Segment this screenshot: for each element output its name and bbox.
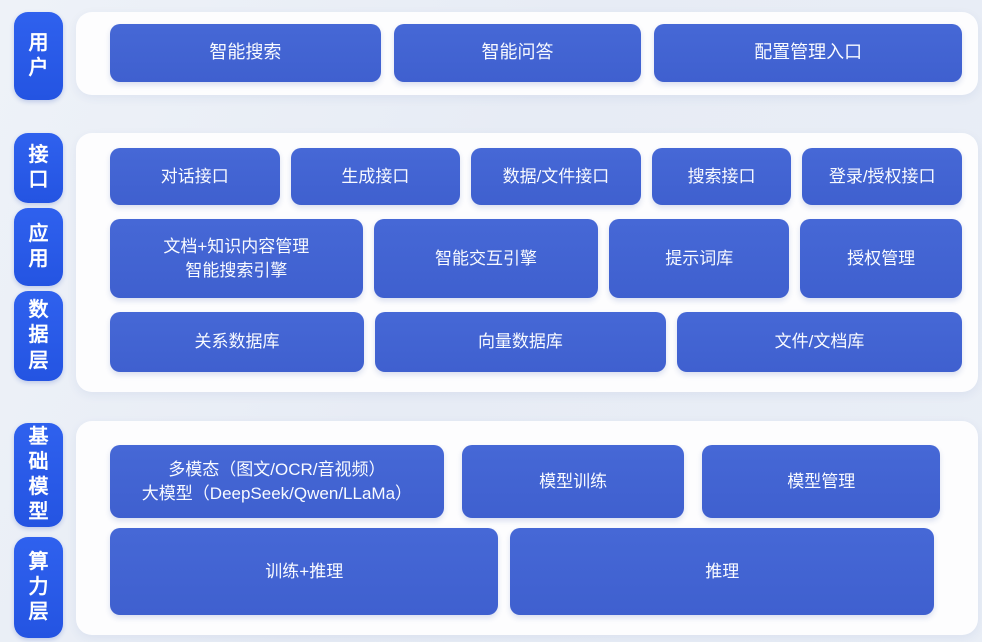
node-config-management-entry: 配置管理入口 [654,24,962,82]
layer-label-compute-layer: 算力层 [14,537,63,638]
layer-label-application: 应用 [14,208,63,286]
band-bottom: 基础模型 算力层 多模态（图文/OCR/音视频） 大模型（DeepSeek/Qw… [14,421,978,638]
row-compute: 训练+推理 推理 [110,528,962,615]
node-chat-api: 对话接口 [110,148,280,205]
band-user: 用户 智能搜索 智能问答 配置管理入口 [14,12,978,100]
node-multimodal-llm: 多模态（图文/OCR/音视频） 大模型（DeepSeek/Qwen/LLaMa） [110,445,444,518]
label-column-bottom: 基础模型 算力层 [14,421,63,638]
panel-bottom-layers: 多模态（图文/OCR/音视频） 大模型（DeepSeek/Qwen/LLaMa）… [76,421,978,635]
node-relational-db: 关系数据库 [110,312,364,372]
node-model-training: 模型训练 [461,445,685,518]
row-interfaces: 对话接口 生成接口 数据/文件接口 搜索接口 登录/授权接口 [110,148,962,205]
node-training-inference: 训练+推理 [110,528,499,615]
panel-middle-layers: 对话接口 生成接口 数据/文件接口 搜索接口 登录/授权接口 文档+知识内容管理… [76,133,978,392]
node-model-management: 模型管理 [702,445,940,518]
node-smart-qa: 智能问答 [393,24,642,82]
node-file-doc-store: 文件/文档库 [676,312,962,372]
node-prompt-library: 提示词库 [609,219,790,298]
node-data-file-api: 数据/文件接口 [471,148,641,205]
node-smart-search: 智能搜索 [110,24,381,82]
label-column-user: 用户 [14,12,63,100]
layer-label-data-layer: 数据层 [14,291,63,381]
row-data-stores: 关系数据库 向量数据库 文件/文档库 [110,312,962,372]
layer-label-interface: 接口 [14,133,63,203]
row-applications: 文档+知识内容管理 智能搜索引擎 智能交互引擎 提示词库 授权管理 [110,219,962,298]
label-column-middle: 接口 应用 数据层 [14,133,63,381]
layer-label-user: 用户 [14,12,63,100]
row-user-entries: 智能搜索 智能问答 配置管理入口 [110,24,962,82]
node-auth-management: 授权管理 [800,219,962,298]
node-inference: 推理 [510,528,934,615]
layer-label-foundation-model: 基础模型 [14,423,63,527]
node-search-api: 搜索接口 [651,148,792,205]
node-vector-db: 向量数据库 [374,312,666,372]
node-login-auth-api: 登录/授权接口 [802,148,962,205]
band-middle: 接口 应用 数据层 对话接口 生成接口 数据/文件接口 搜索接口 登录/授权接口… [14,133,978,392]
node-doc-knowledge-search-engine: 文档+知识内容管理 智能搜索引擎 [110,219,363,298]
row-foundation-models: 多模态（图文/OCR/音视频） 大模型（DeepSeek/Qwen/LLaMa）… [110,445,962,518]
panel-user-layer: 智能搜索 智能问答 配置管理入口 [76,12,978,95]
node-generation-api: 生成接口 [290,148,461,205]
node-smart-interaction-engine: 智能交互引擎 [373,219,599,298]
